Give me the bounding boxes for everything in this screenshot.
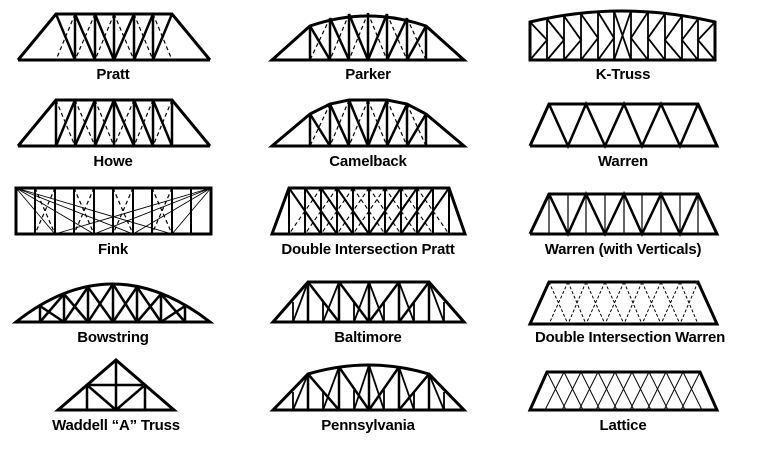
truss-label-k-truss: K-Truss (595, 66, 651, 83)
truss-drawing-lattice (527, 370, 720, 412)
truss-label-camelback: Camelback (329, 153, 407, 170)
truss-drawing-warren-with-verticals (528, 191, 720, 237)
truss-label-howe: Howe (93, 153, 133, 170)
truss-label-lattice: Lattice (599, 417, 647, 434)
truss-drawing-k-truss (528, 9, 717, 62)
truss-label-baltimore: Baltimore (334, 329, 402, 346)
truss-drawing-waddell-a-truss (53, 358, 179, 412)
truss-drawing-howe (16, 98, 212, 148)
truss-label-double-intersection-pratt: Double Intersection Pratt (281, 241, 455, 258)
truss-label-warren: Warren (598, 153, 648, 170)
truss-drawing-parker (268, 12, 468, 62)
truss-drawing-pennsylvania (269, 363, 468, 412)
truss-drawing-camelback (267, 98, 469, 148)
truss-drawing-fink (14, 186, 213, 236)
truss-drawing-double-intersection-warren (527, 280, 720, 326)
truss-label-waddell-a-truss: Waddell “A” Truss (52, 417, 180, 434)
truss-drawing-warren (528, 100, 720, 150)
truss-drawing-baltimore (269, 280, 468, 324)
truss-drawing-pratt (16, 12, 212, 62)
truss-drawing-double-intersection-pratt (269, 186, 468, 236)
truss-label-pratt: Pratt (96, 66, 130, 83)
truss-label-warren-with-verticals: Warren (with Verticals) (544, 241, 702, 258)
truss-label-bowstring: Bowstring (77, 329, 149, 346)
truss-label-pennsylvania: Pennsylvania (321, 417, 415, 434)
truss-drawing-bowstring (11, 282, 215, 324)
truss-label-parker: Parker (345, 66, 391, 83)
truss-label-fink: Fink (97, 241, 129, 258)
truss-label-double-intersection-warren: Double Intersection Warren (534, 329, 726, 346)
